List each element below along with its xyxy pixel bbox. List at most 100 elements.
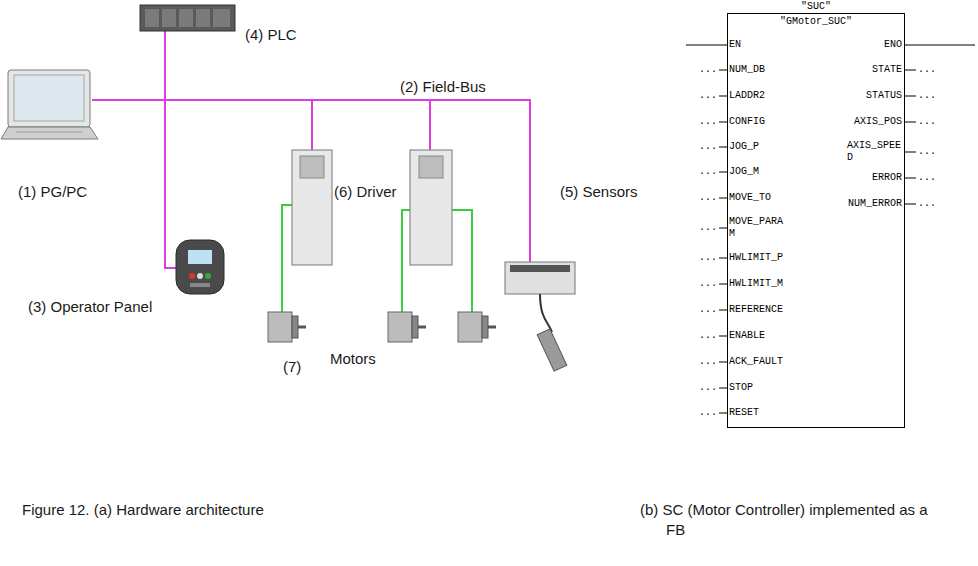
laptop-icon <box>1 70 98 139</box>
output-pin-name: STATUS <box>866 90 902 102</box>
field-bus-part <box>429 100 431 150</box>
input-pin-name: HWLIMIT_P <box>729 252 783 264</box>
pin-placeholder: ... <box>699 166 717 178</box>
pin-stub <box>905 45 975 46</box>
callout-label: (3) Operator Panel <box>28 298 152 315</box>
input-pin-name: RESET <box>729 407 759 419</box>
input-pin-name: JOG_P <box>729 141 759 153</box>
pin-placeholder: ... <box>699 90 717 102</box>
pin-placeholder: ... <box>699 382 717 394</box>
input-pin-name: NUM_DB <box>729 64 765 76</box>
field-bus-part <box>165 31 176 268</box>
pin-stub <box>905 96 916 97</box>
pin-stub <box>719 310 727 311</box>
pin-stub <box>719 258 727 259</box>
pin-stub <box>719 122 727 123</box>
output-pin-name: STATE <box>872 64 902 76</box>
pin-stub <box>719 388 727 389</box>
callout-label: (1) PG/PC <box>18 183 87 200</box>
output-pin-name: AXIS_POS <box>854 116 902 128</box>
motor-icon-part <box>268 312 292 342</box>
pin-stub <box>719 413 727 414</box>
motor-icon-part <box>388 312 412 342</box>
input-pin-name: LADDR2 <box>729 90 765 102</box>
pin-stub <box>905 122 916 123</box>
callout-label: (7) <box>283 358 301 375</box>
output-pin-name: AXIS_SPEED <box>847 140 902 164</box>
motor-wire-part <box>450 210 472 312</box>
pin-stub <box>719 336 727 337</box>
input-pin-name: ENABLE <box>729 330 765 342</box>
pin-stub <box>905 70 916 71</box>
operator-panel-icon-part <box>197 273 203 279</box>
sensor-module-part <box>510 265 570 272</box>
pin-stub <box>719 70 727 71</box>
pin-placeholder: ... <box>699 252 717 264</box>
callout-label: (2) Field-Bus <box>400 78 486 95</box>
input-pin-name: CONFIG <box>729 116 765 128</box>
input-pin-name: MOVE_TO <box>729 192 771 204</box>
pin-stub <box>905 178 916 179</box>
sensor-module-part <box>540 294 552 332</box>
pin-placeholder: ... <box>699 356 717 368</box>
motor-wire-part <box>282 205 292 312</box>
input-pin-name: ACK_FAULT <box>729 356 783 368</box>
driver-unit-part <box>300 156 324 178</box>
motor-icon-part <box>298 326 306 329</box>
pin-placeholder: ... <box>918 116 936 128</box>
input-pin-name: JOG_M <box>729 166 759 178</box>
block-name: "GMotor_SUC" <box>728 16 904 28</box>
sensor-module-part <box>537 329 567 371</box>
callout-label: (5) Sensors <box>560 183 638 200</box>
output-pin-name: ERROR <box>872 172 902 184</box>
plc-rack-part <box>140 5 235 31</box>
operator-panel-icon-part <box>176 240 224 294</box>
instance-name: "SUC" <box>728 1 904 13</box>
driver-unit-part <box>410 150 452 265</box>
pin-placeholder: ... <box>918 198 936 210</box>
motor-wire-part <box>402 210 410 312</box>
input-pin-name: REFERENCE <box>729 304 783 316</box>
pin-placeholder: ... <box>699 64 717 76</box>
plc-rack <box>140 5 235 31</box>
plc-rack-part <box>145 9 159 27</box>
operator-panel-icon-part <box>190 283 210 287</box>
pin-placeholder: ... <box>918 90 936 102</box>
pin-stub <box>719 284 727 285</box>
pin-placeholder: ... <box>918 172 936 184</box>
pin-placeholder: ... <box>699 141 717 153</box>
pin-stub <box>905 204 916 205</box>
motor-icon <box>268 312 496 342</box>
pin-stub <box>719 228 727 229</box>
pin-stubs <box>686 45 975 413</box>
pin-stub <box>719 147 727 148</box>
laptop-icon-part <box>8 70 90 127</box>
figure-caption: Figure 12. (a) Hardware architecture <box>22 500 264 520</box>
callout-label: Motors <box>330 350 376 367</box>
input-pin-name: HWLIMIT_M <box>729 278 783 290</box>
field-bus-part <box>311 100 313 150</box>
operator-panel-icon <box>176 240 224 294</box>
pin-placeholder: ... <box>918 64 936 76</box>
pin-placeholder: ... <box>699 304 717 316</box>
motor-icon-part <box>488 326 496 329</box>
operator-panel-icon-part <box>188 250 212 264</box>
pin-stub <box>719 96 727 97</box>
plc-rack-part <box>179 9 193 27</box>
pin-placeholder: ... <box>699 222 717 234</box>
motor-icon-part <box>458 312 482 342</box>
field-bus <box>92 31 530 268</box>
motor-icon-part <box>412 316 418 338</box>
pin-placeholder: ... <box>699 278 717 290</box>
driver-unit-part <box>292 150 332 265</box>
pin-placeholder: ... <box>699 116 717 128</box>
input-pin-name: EN <box>729 39 741 51</box>
input-pin-name: MOVE_PARAM <box>729 216 784 240</box>
figure-caption: (b) SC (Motor Controller) implemented as… <box>640 500 931 540</box>
pin-stub <box>719 362 727 363</box>
pin-stub <box>719 198 727 199</box>
plc-rack-part <box>196 9 210 27</box>
pin-placeholder: ... <box>699 330 717 342</box>
laptop-icon-part <box>16 132 82 133</box>
